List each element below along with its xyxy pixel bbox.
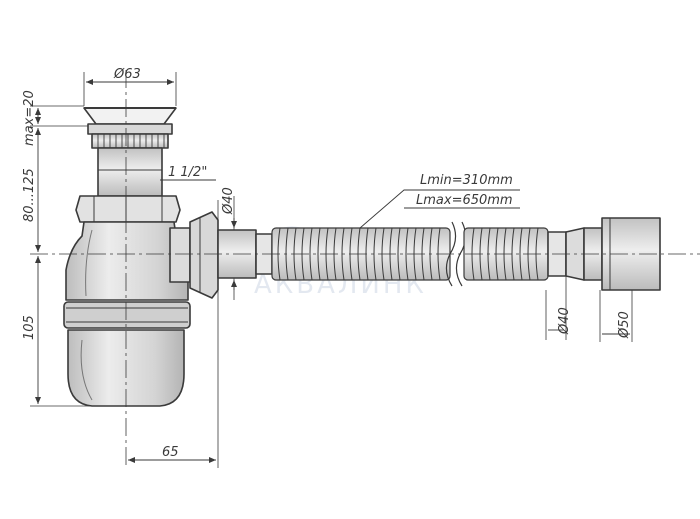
bottle-band [63,301,191,329]
label-offset-65: 65 [162,445,179,460]
threaded-collar [87,123,173,135]
siphon [63,107,191,407]
label-length-min: Lmin=310mm [420,173,513,188]
label-diameter-63: Ø63 [113,67,141,82]
length-leader [359,189,520,229]
label-end-diameter-50: Ø50 [617,311,632,339]
label-thread: 1 1/2" [168,165,207,180]
dimension-lines [35,79,630,463]
label-height-range: 80...125 [22,168,37,222]
label-outlet-diameter-40: Ø40 [221,187,236,215]
grate-cup [83,107,177,125]
tail-pipe [97,147,163,197]
label-height-105: 105 [22,315,37,340]
label-end-diameter-40: Ø40 [557,307,572,335]
label-max-20: max=20 [22,90,37,146]
union-nut [75,195,181,223]
end-fittings [547,217,661,291]
side-outlet [169,227,191,283]
extension-lines [30,70,700,468]
label-length-max: Lmax=650mm [416,193,513,208]
